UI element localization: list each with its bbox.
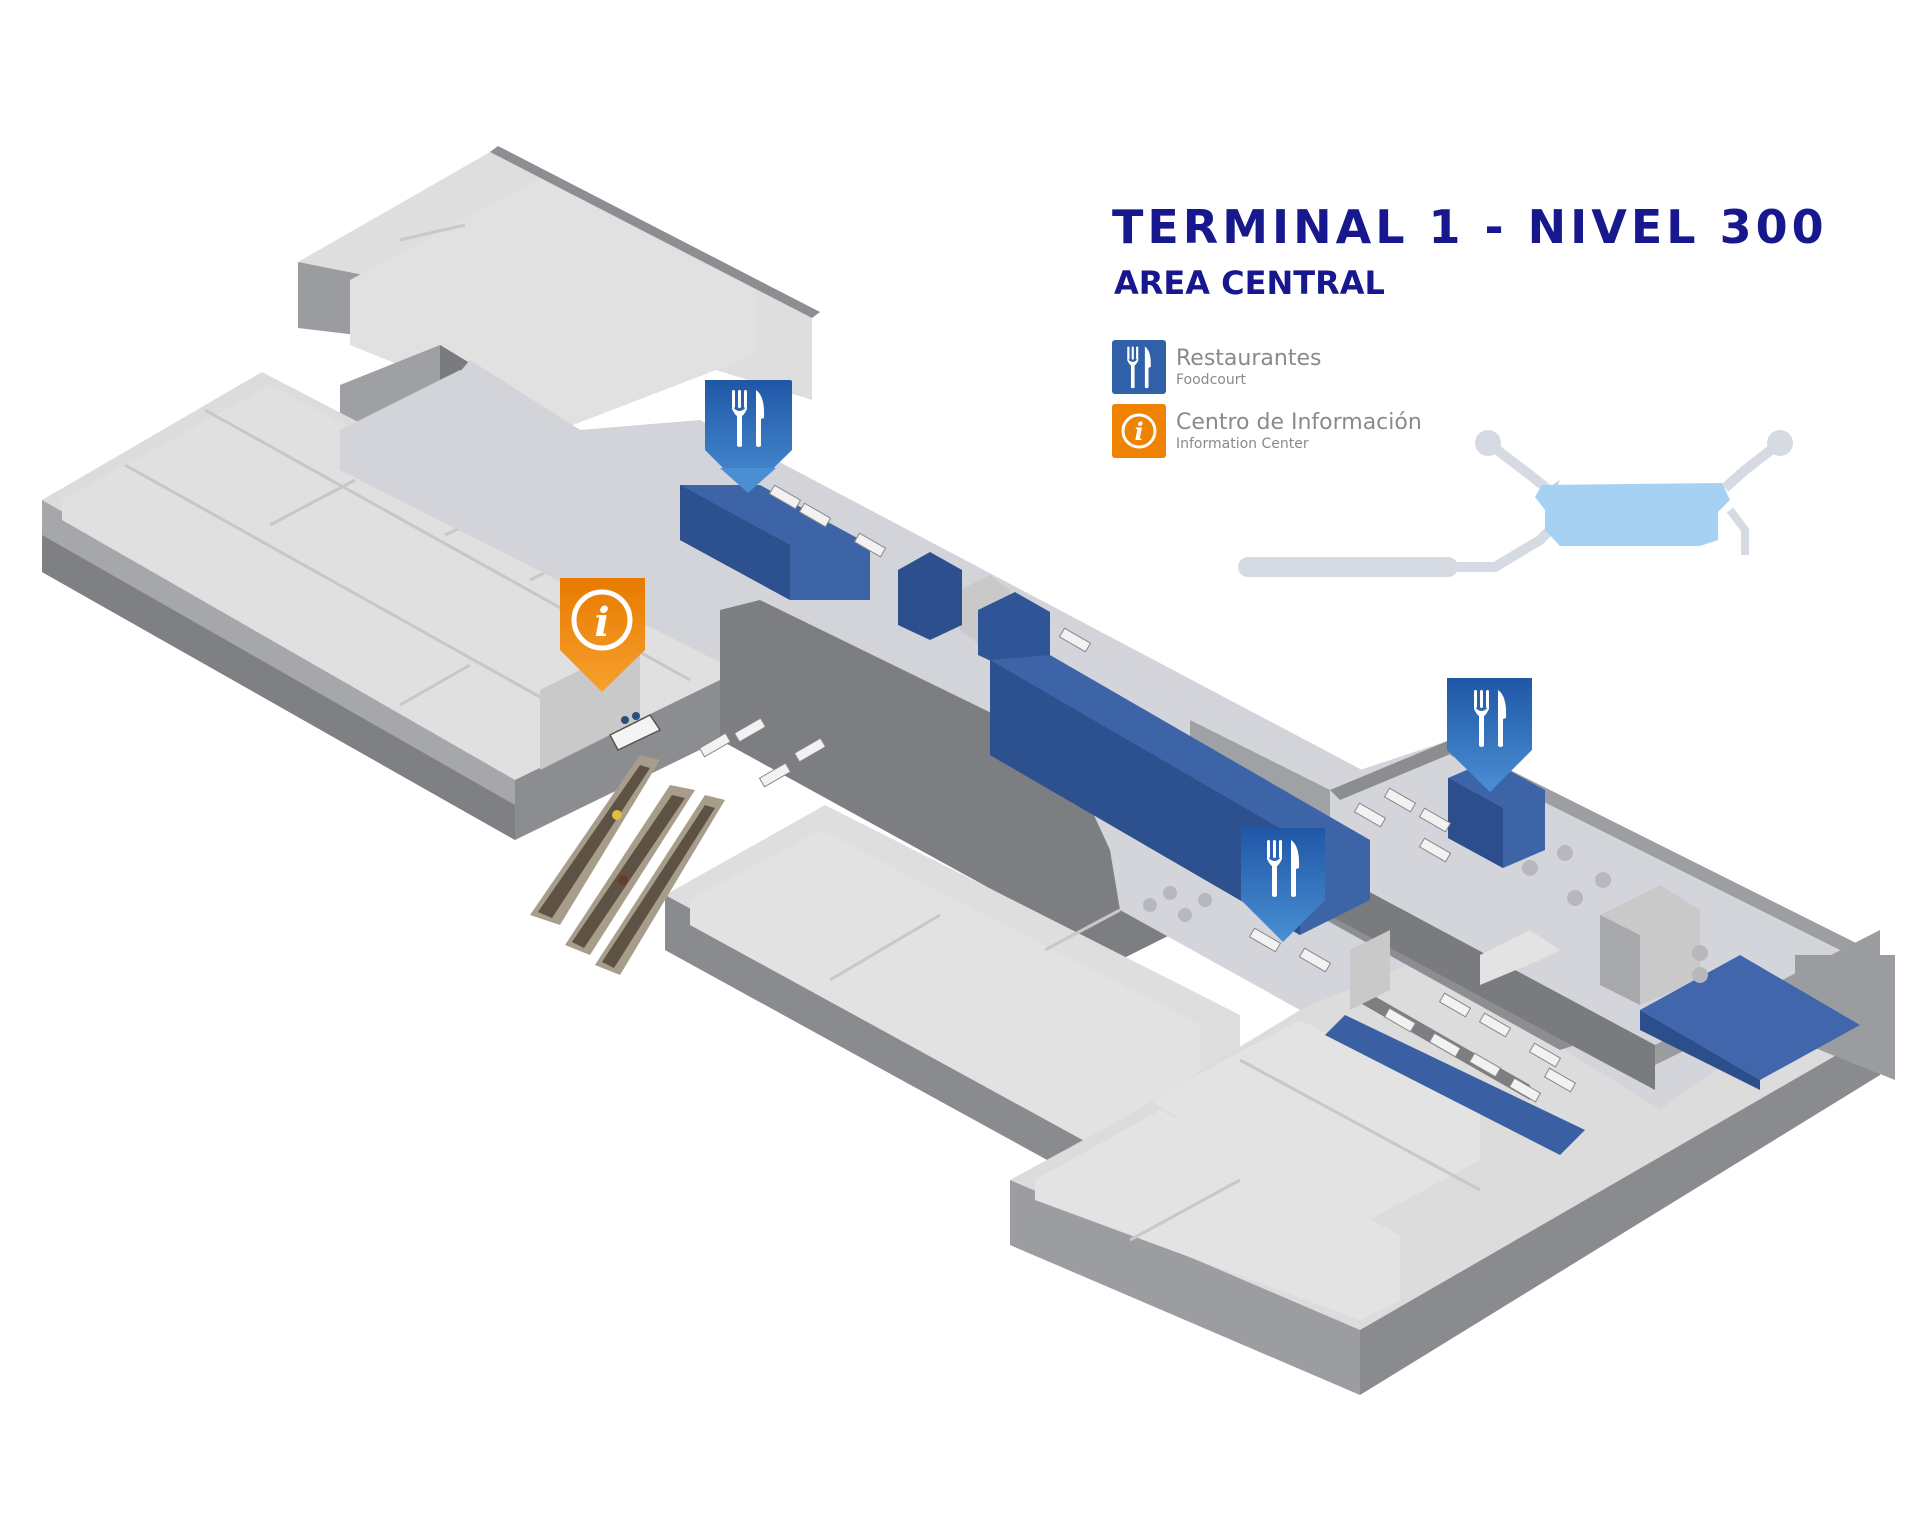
- svg-text:i: i: [594, 599, 609, 646]
- map-subtitle: AREA CENTRAL: [1114, 264, 1385, 302]
- escalators: [530, 755, 725, 975]
- restaurant-marker-3[interactable]: [1241, 828, 1325, 942]
- info-marker[interactable]: i: [560, 578, 645, 692]
- legend-item-information: i Centro de Información Information Cent…: [1112, 404, 1422, 458]
- restaurant-marker-1[interactable]: [705, 380, 792, 493]
- legend-label: Centro de Información: [1176, 409, 1422, 435]
- legend-label: Restaurantes: [1176, 345, 1322, 371]
- building-structure: [42, 146, 1895, 1395]
- legend-sublabel: Foodcourt: [1176, 371, 1246, 388]
- info-icon: i: [1112, 404, 1166, 458]
- terminal-locator: [1238, 430, 1793, 577]
- restaurant-icon: [1112, 340, 1166, 394]
- map-title: TERMINAL 1 - NIVEL 300: [1112, 200, 1828, 254]
- cafe-tables: [1143, 845, 1708, 983]
- restaurant-marker-2[interactable]: [1447, 678, 1532, 792]
- legend-item-restaurants: Restaurantes Foodcourt: [1112, 340, 1321, 394]
- info-icon: [571, 589, 633, 651]
- svg-text:i: i: [1134, 417, 1143, 446]
- information-desk: [608, 712, 662, 751]
- seating-areas: [698, 484, 1577, 1103]
- legend-sublabel: Information Center: [1176, 435, 1309, 452]
